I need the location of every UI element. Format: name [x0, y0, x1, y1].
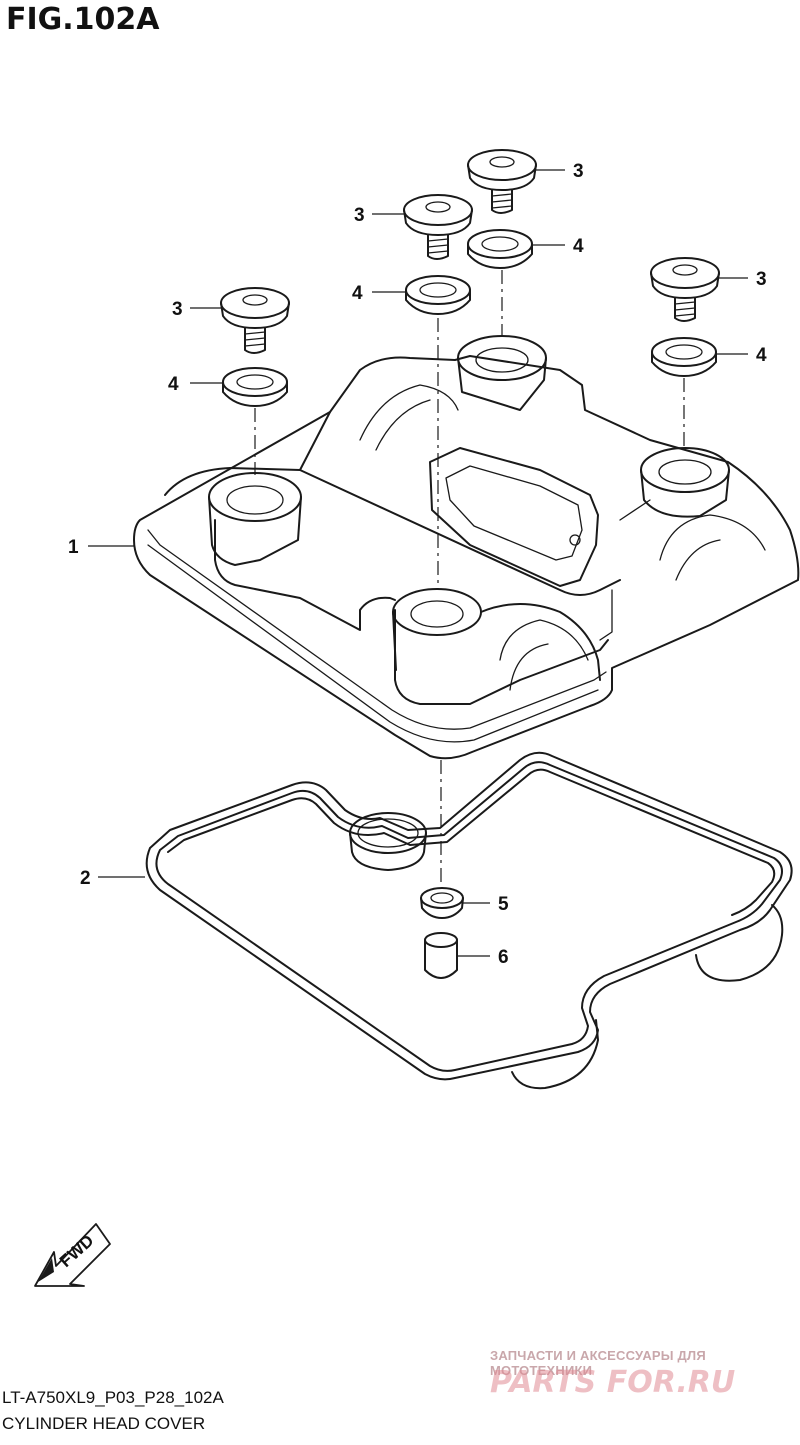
svg-text:PARTS FOR.RU: PARTS FOR.RU [490, 1365, 735, 1398]
washer-4-b [405, 275, 471, 315]
figure-code: LT-A750XL9_P03_P28_102A [2, 1388, 224, 1407]
callout-2: 2 [80, 868, 91, 889]
figure-title: FIG.102A [6, 2, 160, 37]
seal-5 [420, 887, 464, 919]
washer-4-d [651, 337, 717, 377]
callout-3-b: 3 [354, 205, 365, 226]
washer-4-a [467, 229, 533, 269]
washer-4-c [222, 367, 288, 407]
watermark-tagline: ЗАПЧАСТИ И АКСЕССУАРЫ ДЛЯ МОТОТЕХНИКИ [490, 1348, 706, 1378]
watermark-logo: PARTS FOR.RU [490, 1365, 735, 1398]
figure-name: CYLINDER HEAD COVER [2, 1414, 206, 1433]
assembly-lines [254, 270, 685, 885]
callout-3-c: 3 [172, 299, 183, 320]
callout-4-c: 4 [168, 374, 179, 395]
fwd-arrow-icon: FWD [34, 1223, 111, 1287]
bolt-3-d [650, 257, 720, 322]
callout-4-b: 4 [352, 283, 363, 304]
cover-gasket [145, 751, 793, 1090]
bolt-3-a [467, 149, 537, 214]
callout-leaders [88, 169, 748, 957]
callout-3-d: 3 [756, 269, 767, 290]
callout-4-d: 4 [756, 345, 767, 366]
callout-1: 1 [68, 537, 79, 558]
bolt-3-b [403, 194, 473, 260]
callout-5: 5 [498, 894, 509, 915]
dowel-pin-6 [424, 932, 458, 979]
callout-3-a: 3 [573, 161, 584, 182]
bolt-3-c [220, 287, 290, 354]
cylinder-head-cover [133, 335, 800, 760]
callout-6: 6 [498, 947, 509, 968]
callout-4-a: 4 [573, 236, 584, 257]
